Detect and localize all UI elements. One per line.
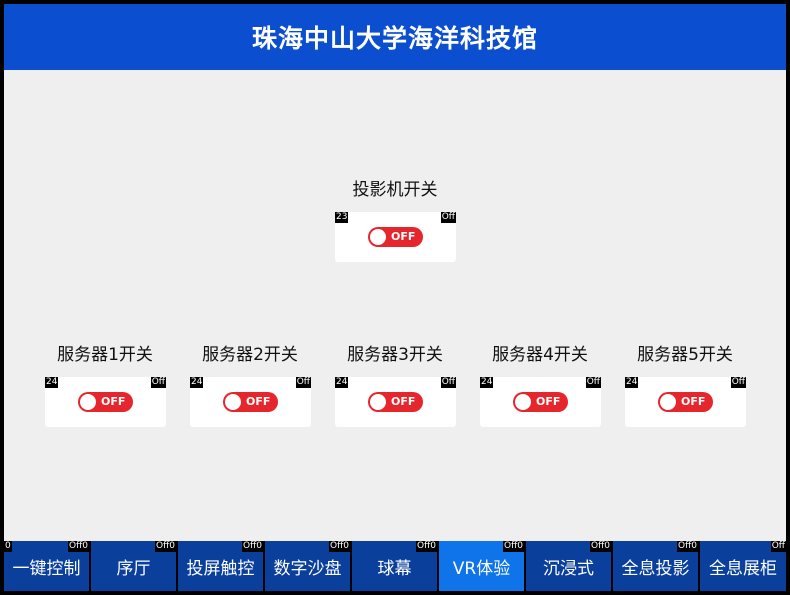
toggle-knob — [515, 394, 531, 410]
server1-status-tag: Off — [150, 377, 166, 388]
toggle-state-text: OFF — [101, 395, 126, 408]
nav-label: 一键控制 — [12, 558, 81, 579]
server3-switch-label: 服务器3开关 — [347, 345, 443, 365]
nav-status-tag-2: Off0 — [154, 541, 176, 552]
toggle-knob — [225, 394, 241, 410]
nav-status-tag-7: Off0 — [589, 541, 611, 552]
server1-toggle[interactable]: OFF — [78, 392, 133, 412]
nav-dome-screen[interactable]: 球幕 — [352, 541, 437, 591]
server3-status-tag: Off — [440, 377, 456, 388]
nav-status-tag-4: Off0 — [328, 541, 350, 552]
server5-toggle[interactable]: OFF — [658, 392, 713, 412]
server4-address-tag: 24 — [480, 377, 494, 388]
nav-label: 沉浸式 — [543, 558, 594, 579]
server5-status-tag: Off — [730, 377, 746, 388]
toggle-state-text: OFF — [391, 230, 416, 243]
toggle-knob — [660, 394, 676, 410]
toggle-state-text: OFF — [681, 395, 706, 408]
projector-status-tag: Off — [440, 212, 456, 223]
nav-status-tag-3: Off0 — [241, 541, 263, 552]
bottom-nav: 一键控制 序厅 投屏触控 数字沙盘 球幕 VR体验 沉浸式 全息投影 全息展柜 … — [4, 541, 786, 591]
toggle-knob — [370, 394, 386, 410]
server2-address-tag: 24 — [190, 377, 204, 388]
server5-address-tag: 24 — [625, 377, 639, 388]
nav-status-tag-8: Off0 — [676, 541, 698, 552]
toggle-state-text: OFF — [246, 395, 271, 408]
nav-label: 全息展柜 — [709, 558, 777, 579]
toggle-knob — [370, 229, 386, 245]
projector-toggle[interactable]: OFF — [368, 227, 423, 247]
nav-status-tag-1: Off0 — [67, 541, 89, 552]
server2-switch-label: 服务器2开关 — [202, 345, 298, 365]
server2-toggle[interactable]: OFF — [223, 392, 278, 412]
server5-switch-label: 服务器5开关 — [637, 345, 733, 365]
nav-label: 全息投影 — [621, 558, 690, 579]
nav-label: 球幕 — [377, 558, 412, 579]
server4-status-tag: Off — [585, 377, 601, 388]
server4-switch-card: 24 Off OFF — [480, 377, 601, 427]
toggle-state-text: OFF — [536, 395, 561, 408]
server3-switch-card: 24 Off OFF — [335, 377, 456, 427]
server1-switch-card: 24 Off OFF — [45, 377, 166, 427]
app-frame: 珠海中山大学海洋科技馆 投影机开关 23 Off OFF 服务器1开关 24 O… — [4, 4, 786, 591]
nav-status-tag-5: Off0 — [415, 541, 437, 552]
server2-switch-card: 24 Off OFF — [190, 377, 311, 427]
server3-toggle[interactable]: OFF — [368, 392, 423, 412]
nav-label: VR体验 — [452, 558, 511, 579]
nav-label: 序厅 — [116, 558, 151, 579]
server2-status-tag: Off — [295, 377, 311, 388]
toggle-state-text: OFF — [391, 395, 416, 408]
server1-switch-label: 服务器1开关 — [57, 345, 153, 365]
server3-address-tag: 24 — [335, 377, 349, 388]
nav-label: 数字沙盘 — [273, 558, 342, 579]
server4-toggle[interactable]: OFF — [513, 392, 568, 412]
projector-address-tag: 23 — [335, 212, 349, 223]
server4-switch-label: 服务器4开关 — [492, 345, 588, 365]
toggle-knob — [80, 394, 96, 410]
nav-status-tag-6: Off0 — [502, 541, 524, 552]
page-title: 珠海中山大学海洋科技馆 — [4, 4, 786, 70]
nav-screen-touch[interactable]: 投屏触控 — [178, 541, 263, 591]
server5-switch-card: 24 Off OFF — [625, 377, 746, 427]
server1-address-tag: 24 — [45, 377, 59, 388]
nav-first-tag: 0 — [4, 541, 12, 552]
nav-status-tag-9: Off — [770, 541, 786, 552]
nav-label: 投屏触控 — [186, 558, 255, 579]
projector-switch-label: 投影机开关 — [352, 180, 438, 200]
projector-switch-card: 23 Off OFF — [335, 212, 456, 262]
